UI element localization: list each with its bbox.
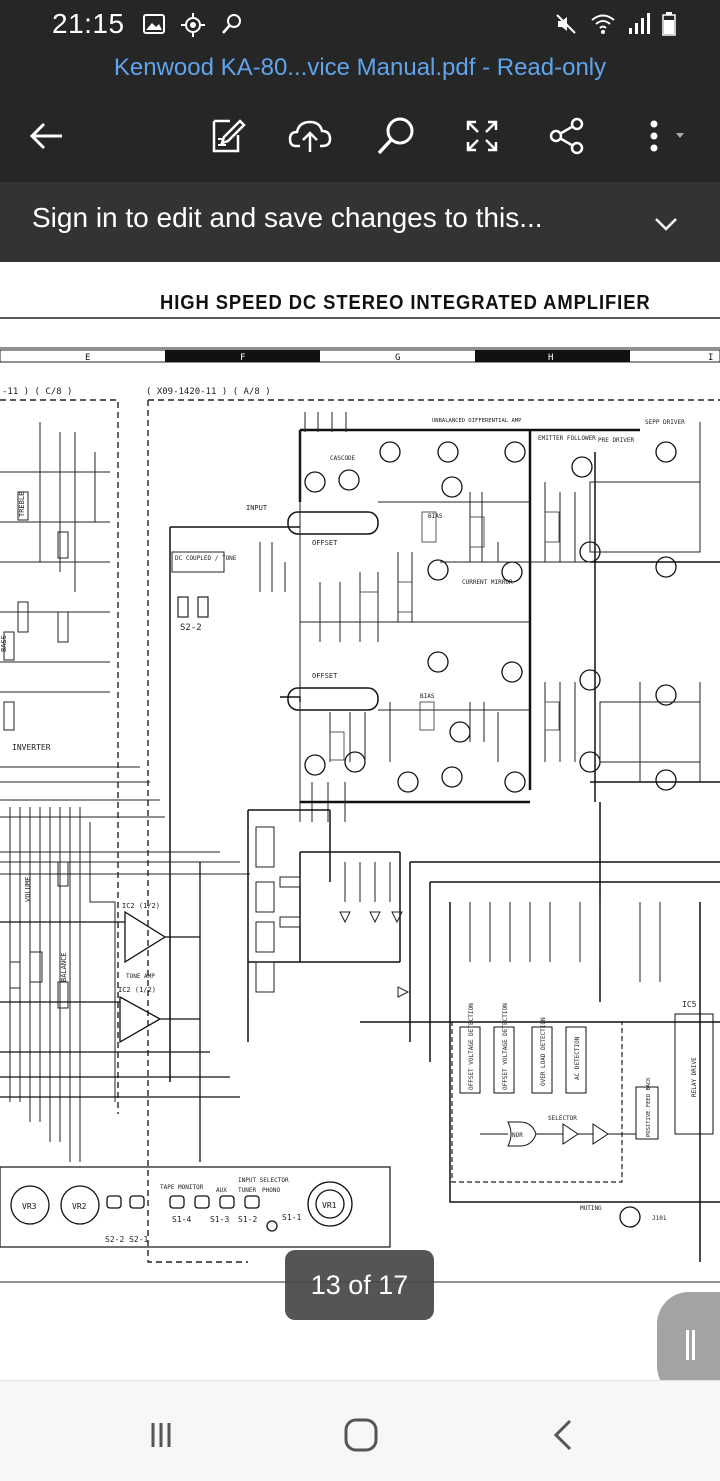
label-pre-driver: PRE DRIVER <box>598 437 635 444</box>
label-offset-top: OFFSET <box>312 539 338 547</box>
recents-button[interactable] <box>137 1411 185 1459</box>
back-icon <box>553 1419 572 1451</box>
label-selector: MUTING <box>580 1205 602 1212</box>
mute-icon <box>556 14 576 34</box>
label-input: INPUT <box>246 504 268 512</box>
upload-icon <box>288 120 332 152</box>
search-button[interactable] <box>372 112 420 160</box>
signal-icon <box>629 13 650 34</box>
toolbar <box>0 90 720 182</box>
label-bias-bottom: BIAS <box>420 693 435 700</box>
page-indicator: 13 of 17 <box>285 1250 434 1320</box>
chevron-down-icon[interactable] <box>648 206 684 242</box>
status-left-icons <box>142 12 244 38</box>
grid-label-i: I <box>708 353 713 363</box>
label-balance: BALANCE <box>60 952 68 982</box>
label-muting: J101 <box>652 1215 667 1222</box>
home-icon <box>344 1418 378 1452</box>
label-tape-monitor: TAPE MONITOR <box>160 1184 204 1191</box>
banner-text: Sign in to edit and save changes to this… <box>32 202 543 233</box>
title-bar: Kenwood KA-80...vice Manual.pdf - Read-o… <box>0 50 720 90</box>
label-s1-3: S1-3 <box>210 1215 229 1224</box>
status-right-icons <box>554 12 676 36</box>
scroll-grip-icon <box>686 1330 689 1360</box>
label-s2-2: S2-2 <box>180 623 202 633</box>
label-vr3: VR3 <box>22 1202 37 1211</box>
more-options-button[interactable] <box>640 112 698 160</box>
sign-in-banner[interactable]: Sign in to edit and save changes to this… <box>0 182 720 262</box>
label-input-selector: INPUT SELECTOR <box>238 1177 289 1184</box>
schematic-title: HIGH SPEED DC STEREO INTEGRATED AMPLIFIE… <box>160 292 651 314</box>
fullscreen-icon <box>466 120 498 152</box>
label-offset-voltage-detection-2: OFFSET VOLTAGE DETECTION <box>502 1003 509 1090</box>
gallery-icon <box>143 14 165 34</box>
label-vr2: VR2 <box>72 1202 87 1211</box>
grid-label-h: H <box>548 353 553 363</box>
document-title[interactable]: Kenwood KA-80...vice Manual.pdf - Read-o… <box>113 54 607 81</box>
label-s1-2: S1-2 <box>238 1215 257 1224</box>
label-sepp-driver: SEPP DRIVER <box>645 419 685 426</box>
edit-button[interactable] <box>203 112 251 160</box>
gps-icon <box>181 13 205 37</box>
label-tone-amp: TONE AMP <box>126 973 155 980</box>
label-vr1: VR1 <box>322 1201 337 1210</box>
fullscreen-button[interactable] <box>458 112 506 160</box>
wifi-icon <box>591 14 615 34</box>
label-volume: VOLUME <box>24 877 32 902</box>
label-j101: INVERTER <box>12 743 51 752</box>
navigation-bar <box>0 1380 720 1481</box>
label-dc-coupled: DC COUPLED / TONE <box>175 555 237 562</box>
label-bias-top: BIAS <box>428 513 443 520</box>
search-icon <box>222 14 241 34</box>
grid-label-e: E <box>85 353 90 363</box>
label-offset-voltage-detection-1: OFFSET VOLTAGE DETECTION <box>468 1003 475 1090</box>
board-main-label: ( X09-1420-11 ) ( A/8 ) <box>146 387 271 397</box>
grid-label-g: G <box>395 353 400 363</box>
board-left-label: -11 ) ( C/8 ) <box>2 387 72 397</box>
label-ic2-bottom: IC2 (1/2) <box>118 986 156 994</box>
label-ic2-top: IC2 (1/2) <box>122 902 160 910</box>
label-aux: AUX <box>216 1187 227 1194</box>
document-page[interactable]: HIGH SPEED DC STEREO INTEGRATED AMPLIFIE… <box>0 262 720 1380</box>
label-treble: TREBLE <box>18 492 26 517</box>
battery-icon <box>662 12 676 36</box>
label-emitter-follower: EMITTER FOLLOWER <box>538 435 596 442</box>
back-icon <box>29 122 62 150</box>
label-over-load-detection: OVER LOAD DETECTION <box>540 1017 547 1086</box>
label-nor: NOR <box>512 1132 523 1139</box>
grid-label-f: F <box>240 353 245 363</box>
label-ac-detection: AC DETECTION <box>574 1036 581 1080</box>
recents-icon <box>151 1423 171 1447</box>
label-s2-2-s2-1: S2-2 S2-1 <box>105 1235 149 1244</box>
label-offset-bottom: OFFSET <box>312 672 338 680</box>
more-icon <box>650 120 684 152</box>
label-s1-4: S1-4 <box>172 1215 191 1224</box>
share-button[interactable] <box>543 112 591 160</box>
label-current-mirror: CURRENT MIRROR <box>462 579 513 586</box>
label-phono: PHONO <box>262 1187 280 1194</box>
fast-scroll-handle[interactable] <box>657 1292 720 1380</box>
label-tuner: TUNER <box>238 1187 256 1194</box>
label-unbalanced-diff-amp: UNBALANCED DIFFERENTIAL AMP <box>432 418 522 424</box>
search-icon <box>377 117 414 155</box>
scroll-grip-icon <box>692 1330 695 1360</box>
schematic-diagram: E F G H I -11 ) ( C/8 ) ( X09-1420-11 ) … <box>0 317 720 1283</box>
status-time: 21:15 <box>52 8 125 39</box>
nav-back-button[interactable] <box>540 1411 588 1459</box>
label-s1-1: S1-1 <box>282 1213 301 1222</box>
label-ic5: IC5 <box>682 1000 697 1009</box>
label-relay-drive: RELAY DRIVE <box>691 1057 698 1097</box>
status-bar: 21:15 <box>0 0 720 50</box>
label-bass: BASS <box>0 635 8 652</box>
share-icon <box>549 117 584 155</box>
back-button[interactable] <box>22 112 70 160</box>
label-positive-feedback: POSITIVE FEED BACK <box>646 1077 652 1137</box>
edit-icon <box>212 119 246 153</box>
upload-button[interactable] <box>286 112 334 160</box>
label-cascode: CASCODE <box>330 455 356 462</box>
home-button[interactable] <box>337 1411 385 1459</box>
label-inverter: SELECTOR <box>548 1115 577 1122</box>
